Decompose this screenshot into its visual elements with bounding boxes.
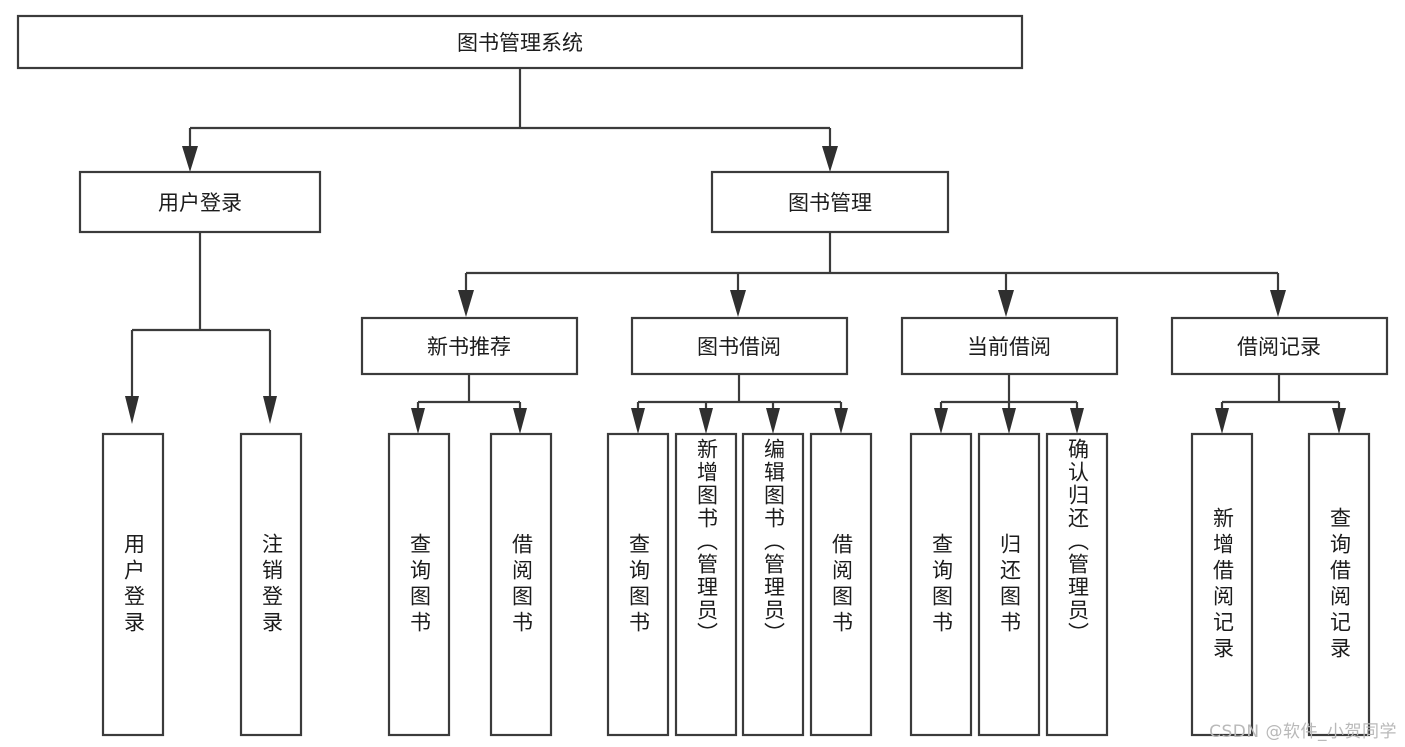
leaf-node-borrow-borrow-book[interactable] [809, 432, 873, 737]
connectors-book-manage-to-level3 [458, 232, 1286, 317]
leaf-box [674, 432, 738, 737]
node-book-management-box [710, 170, 950, 234]
node-current-borrow-box [900, 316, 1119, 376]
arrow-head-icon [182, 146, 198, 172]
leaf-node-current-confirm-return[interactable] [1045, 432, 1109, 737]
arrow-head-icon [125, 396, 139, 424]
arrow-head-icon [699, 408, 713, 434]
arrow-head-icon [1070, 408, 1084, 434]
leaf-node-record-add[interactable] [1190, 432, 1254, 737]
arrow-head-icon [1002, 408, 1016, 434]
connectors-current-borrow-to-leaves [934, 374, 1084, 434]
node-book-borrow-label: 图书借阅 [697, 335, 781, 359]
node-book-management-label: 图书管理 [788, 191, 872, 215]
arrow-head-icon [766, 408, 780, 434]
node-root-book-management-system[interactable]: 图书管理系统 [16, 14, 1024, 70]
leaf-node-user-login-login[interactable] [101, 432, 165, 737]
node-new-book-recommend-box [360, 316, 579, 376]
leaf-node-new-book-borrow[interactable] [489, 432, 553, 737]
leaf-node-borrow-query-book[interactable] [606, 432, 670, 737]
leaf-node-current-query-book[interactable] [909, 432, 973, 737]
leaf-box [239, 432, 303, 737]
arrow-head-icon [631, 408, 645, 434]
arrow-head-icon [730, 290, 746, 317]
arrow-head-icon [1215, 408, 1229, 434]
node-root-label: 图书管理系统 [457, 31, 583, 55]
connectors-book-borrow-to-leaves [631, 374, 848, 434]
node-current-borrow[interactable]: 当前借阅 [900, 316, 1119, 376]
connectors-root-to-level2 [182, 68, 838, 172]
arrow-head-icon [411, 408, 425, 434]
node-new-book-recommend[interactable]: 新书推荐 [360, 316, 579, 376]
arrow-head-icon [998, 290, 1014, 317]
arrow-head-icon [513, 408, 527, 434]
node-user-login-label: 用户登录 [158, 191, 242, 215]
arrow-head-icon [1332, 408, 1346, 434]
node-borrow-record-box [1170, 316, 1389, 376]
leaf-box [1307, 432, 1371, 737]
arrow-head-icon [263, 396, 277, 424]
leaf-box [741, 432, 805, 737]
connectors-borrow-record-to-leaves [1215, 374, 1346, 434]
leaf-box [809, 432, 873, 737]
node-borrow-record[interactable]: 借阅记录 [1170, 316, 1389, 376]
connectors-user-login-to-leaves [125, 232, 277, 424]
node-root-box [16, 14, 1024, 70]
leaf-box [1045, 432, 1109, 737]
node-book-borrow[interactable]: 图书借阅 [630, 316, 849, 376]
leaf-node-current-return-book[interactable] [977, 432, 1041, 737]
node-book-management[interactable]: 图书管理 [710, 170, 950, 234]
leaf-node-borrow-add-book[interactable] [674, 432, 738, 737]
node-user-login[interactable]: 用户登录 [78, 170, 322, 234]
leaf-box [489, 432, 553, 737]
node-current-borrow-label: 当前借阅 [967, 335, 1051, 359]
node-borrow-record-label: 借阅记录 [1237, 335, 1321, 359]
arrow-head-icon [458, 290, 474, 317]
leaf-node-new-book-query[interactable] [387, 432, 451, 737]
leaf-node-record-query[interactable] [1307, 432, 1371, 737]
leaf-box [387, 432, 451, 737]
node-book-borrow-box [630, 316, 849, 376]
arrow-head-icon [934, 408, 948, 434]
arrow-head-icon [822, 146, 838, 172]
leaf-box [977, 432, 1041, 737]
leaf-box [1190, 432, 1254, 737]
leaf-box [909, 432, 973, 737]
leaf-box [606, 432, 670, 737]
arrow-head-icon [1270, 290, 1286, 317]
leaf-node-borrow-edit-book[interactable] [741, 432, 805, 737]
node-user-login-box [78, 170, 322, 234]
node-new-book-recommend-label: 新书推荐 [427, 335, 511, 359]
connectors-new-book-to-leaves [411, 374, 527, 434]
leaf-box [101, 432, 165, 737]
leaf-node-user-login-logout[interactable] [239, 432, 303, 737]
arrow-head-icon [834, 408, 848, 434]
